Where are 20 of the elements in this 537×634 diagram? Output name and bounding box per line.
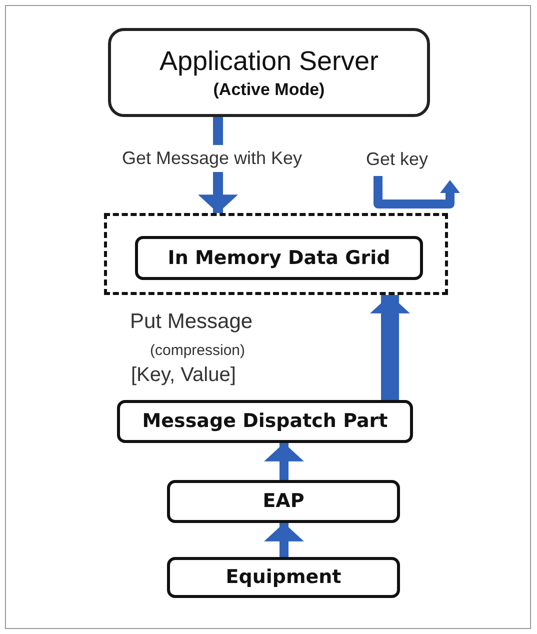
box-title: Application Server: [159, 45, 379, 78]
block-arrow: [370, 295, 410, 400]
box-label: Message Dispatch Part: [142, 409, 388, 434]
note-text: (compression): [150, 341, 246, 361]
dashed-group-box: [104, 213, 448, 295]
note-text: [Key, Value]: [131, 363, 236, 388]
process-box: [117, 400, 413, 443]
block-arrow: [264, 523, 304, 557]
box-label: EAP: [262, 489, 304, 514]
process-box: [135, 236, 423, 280]
process-box: [167, 557, 400, 598]
note-text: Put Message: [130, 309, 253, 335]
process-box: [167, 480, 400, 523]
box-label: In Memory Data Grid: [168, 246, 390, 271]
box-subtitle: (Active Mode): [213, 78, 325, 100]
edge-label: Get Message with Key: [120, 145, 304, 172]
process-box: [108, 28, 430, 117]
note-text: Get key: [366, 148, 428, 171]
box-label: Equipment: [226, 565, 342, 590]
block-arrow: [264, 443, 304, 480]
